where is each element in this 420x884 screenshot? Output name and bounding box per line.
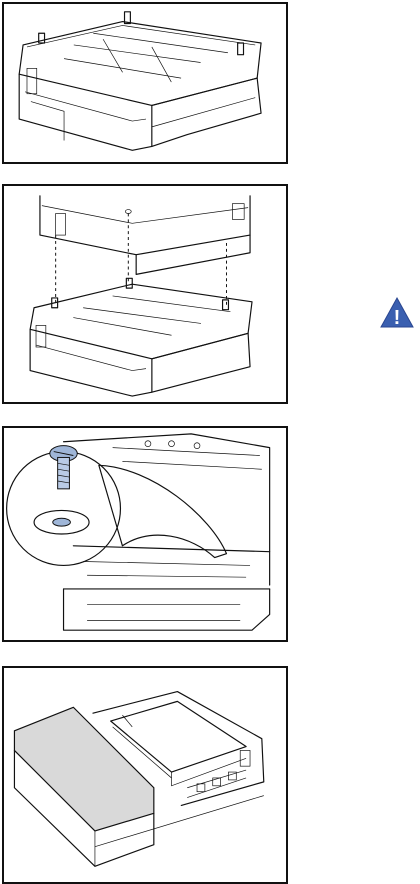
paper-cassette-illustration	[2, 666, 288, 884]
warning-glyph: !	[394, 307, 401, 329]
paper-cassette-drawing	[4, 668, 286, 882]
printer-onto-tray-drawing	[4, 186, 286, 402]
tray-unit-drawing	[4, 4, 286, 162]
screw-detail-illustration	[2, 426, 288, 642]
warning-triangle-icon: !	[380, 296, 414, 330]
tray-unit-illustration	[2, 2, 288, 164]
printer-onto-tray-illustration	[2, 184, 288, 404]
screw-detail-drawing	[4, 428, 286, 640]
